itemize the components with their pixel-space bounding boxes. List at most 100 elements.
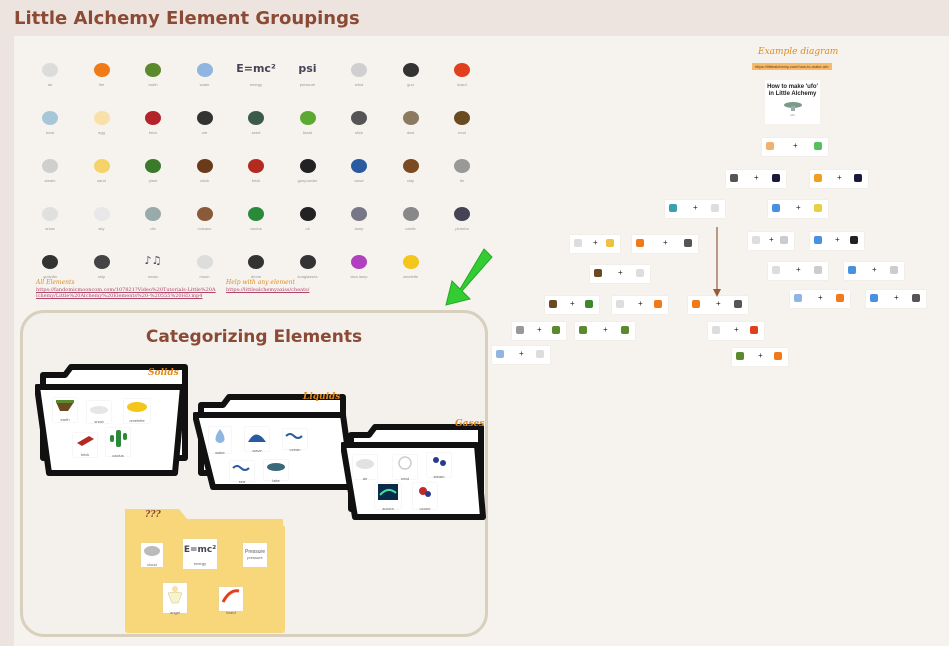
recipe-step[interactable]: + bbox=[575, 322, 635, 340]
palette-element[interactable]: lava lamp bbox=[337, 250, 381, 279]
palette-element[interactable]: wave bbox=[337, 154, 381, 183]
solids-omelette[interactable]: omelette bbox=[124, 399, 150, 423]
palette-element[interactable]: sunglasses bbox=[286, 250, 330, 279]
palette-element[interactable]: volcano bbox=[183, 202, 227, 231]
palette-element[interactable]: omelette bbox=[389, 250, 433, 279]
liquids-lake[interactable]: lake bbox=[264, 460, 288, 483]
palette-element[interactable]: water bbox=[183, 58, 227, 87]
palette-element[interactable]: gun bbox=[389, 58, 433, 87]
plus-icon: + bbox=[663, 238, 668, 247]
recipe-step[interactable]: + bbox=[810, 170, 868, 188]
palette-element[interactable]: gunpowder bbox=[286, 154, 330, 183]
palette-element[interactable]: brick bbox=[234, 154, 278, 183]
palette-element[interactable]: lizard bbox=[440, 58, 484, 87]
steam-icon bbox=[42, 159, 58, 173]
solids-earth[interactable]: earth bbox=[53, 398, 77, 422]
palette-element[interactable]: ore bbox=[183, 106, 227, 135]
palette-element[interactable]: egg bbox=[80, 106, 124, 135]
palette-element[interactable]: seed bbox=[234, 106, 278, 135]
palette-element[interactable]: sand bbox=[80, 154, 124, 183]
palette-element[interactable]: lizard bbox=[286, 106, 330, 135]
unknown-lizard[interactable]: lizard bbox=[219, 587, 243, 615]
palette-element[interactable]: brick bbox=[131, 106, 175, 135]
palette-element[interactable]: plant bbox=[131, 154, 175, 183]
palette-element[interactable]: air bbox=[28, 58, 72, 87]
palette-element[interactable]: cactus bbox=[234, 202, 278, 231]
palette-element[interactable]: earth bbox=[131, 58, 175, 87]
earth-icon bbox=[145, 63, 161, 77]
palette-element[interactable]: clay bbox=[389, 154, 433, 183]
fish-icon bbox=[454, 207, 470, 221]
palette-element[interactable]: drone bbox=[234, 250, 278, 279]
diagram-url[interactable]: https://littlealchemy.com/how-to-make-uf… bbox=[752, 63, 832, 70]
recipe-step[interactable]: + bbox=[790, 290, 850, 308]
palette-element[interactable]: godzilla bbox=[28, 250, 72, 279]
recipe-step[interactable]: + bbox=[768, 262, 828, 280]
palette-element[interactable]: piranha bbox=[440, 202, 484, 231]
moon-icon bbox=[196, 255, 213, 269]
solids-snow[interactable]: snow bbox=[87, 401, 111, 424]
palette-element[interactable]: fire bbox=[80, 58, 124, 87]
unknown-angel[interactable]: angel bbox=[163, 583, 187, 615]
recipe-step[interactable]: + bbox=[726, 170, 786, 188]
palette-element[interactable]: tin bbox=[440, 154, 484, 183]
palette-element[interactable]: clock bbox=[183, 154, 227, 183]
recipe-step[interactable]: + bbox=[665, 200, 725, 218]
palette-element[interactable]: sky bbox=[80, 202, 124, 231]
help-link[interactable]: https://littlealchemyaxiss/cheats/ bbox=[226, 287, 310, 293]
palette-element[interactable]: mud bbox=[440, 106, 484, 135]
liquids-wave[interactable]: wave bbox=[245, 427, 269, 453]
palette-element[interactable]: ufo bbox=[131, 202, 175, 231]
diagram-card[interactable]: How to make 'ufo' in Little Alchemy ufo bbox=[765, 80, 820, 124]
palette-element[interactable]: dust bbox=[389, 106, 433, 135]
palette-element[interactable]: castle bbox=[389, 202, 433, 231]
palette-element[interactable]: moon bbox=[183, 250, 227, 279]
energy-icon: E=mc² bbox=[236, 62, 276, 75]
gases-wind[interactable]: wind bbox=[393, 455, 417, 481]
recipe-step[interactable]: + bbox=[844, 262, 904, 280]
gases-steam[interactable]: steam bbox=[427, 453, 451, 479]
unknown-pressure[interactable]: Pressure pressure bbox=[243, 543, 267, 567]
recipe-step[interactable]: + bbox=[612, 296, 668, 314]
recipe-step[interactable]: + bbox=[762, 138, 828, 156]
recipe-step[interactable]: + bbox=[632, 235, 698, 253]
recipe-step[interactable]: + bbox=[492, 346, 550, 364]
palette-element[interactable]: bowl bbox=[28, 106, 72, 135]
palette-element[interactable]: steam bbox=[28, 154, 72, 183]
palette-element[interactable]: ship bbox=[80, 250, 124, 279]
palette-element[interactable]: ♪♫music bbox=[131, 250, 175, 279]
liquids-ocean[interactable]: ocean bbox=[283, 429, 307, 452]
recipe-step[interactable]: + bbox=[810, 232, 864, 250]
palette-element[interactable]: snow bbox=[28, 202, 72, 231]
gases-aurora[interactable]: aurora bbox=[375, 483, 401, 511]
recipe-step[interactable]: + bbox=[732, 348, 788, 366]
recipe-step[interactable]: + bbox=[748, 232, 794, 250]
all-elements-link[interactable]: https://fandomicmooncom.com/107821?Video… bbox=[36, 287, 216, 299]
palette-element[interactable]: wind bbox=[337, 58, 381, 87]
recipe-step[interactable]: + bbox=[570, 235, 620, 253]
gases-air[interactable]: air bbox=[353, 455, 377, 481]
recipe-step[interactable]: + bbox=[708, 322, 764, 340]
solids-brick[interactable]: brick bbox=[73, 433, 97, 457]
recipe-step[interactable]: + bbox=[512, 322, 566, 340]
recipe-step[interactable]: + bbox=[768, 200, 828, 218]
categorizing-panel[interactable]: Categorizing Elements Solids earth snow … bbox=[20, 310, 488, 637]
element-thumbnail-icon bbox=[692, 300, 700, 308]
unknown-energy[interactable]: E=mc² energy bbox=[183, 539, 217, 569]
palette-element[interactable]: lamp bbox=[337, 202, 381, 231]
angel-icon bbox=[167, 586, 183, 604]
liquids-water[interactable]: water bbox=[209, 427, 231, 455]
solids-cactus[interactable]: cactus bbox=[106, 428, 130, 458]
palette-element[interactable]: oil bbox=[286, 202, 330, 231]
recipe-step[interactable]: + bbox=[545, 296, 599, 314]
recipe-step[interactable]: + bbox=[866, 290, 926, 308]
palette-element[interactable]: stick bbox=[337, 106, 381, 135]
unknown-cloud[interactable]: cloud bbox=[141, 543, 163, 567]
recipe-step[interactable]: + bbox=[590, 265, 650, 283]
liquids-sea[interactable]: sea bbox=[230, 461, 254, 484]
gases-ozone[interactable]: ozone bbox=[413, 483, 437, 511]
recipe-step[interactable]: + bbox=[688, 296, 748, 314]
sand-icon bbox=[93, 159, 110, 173]
